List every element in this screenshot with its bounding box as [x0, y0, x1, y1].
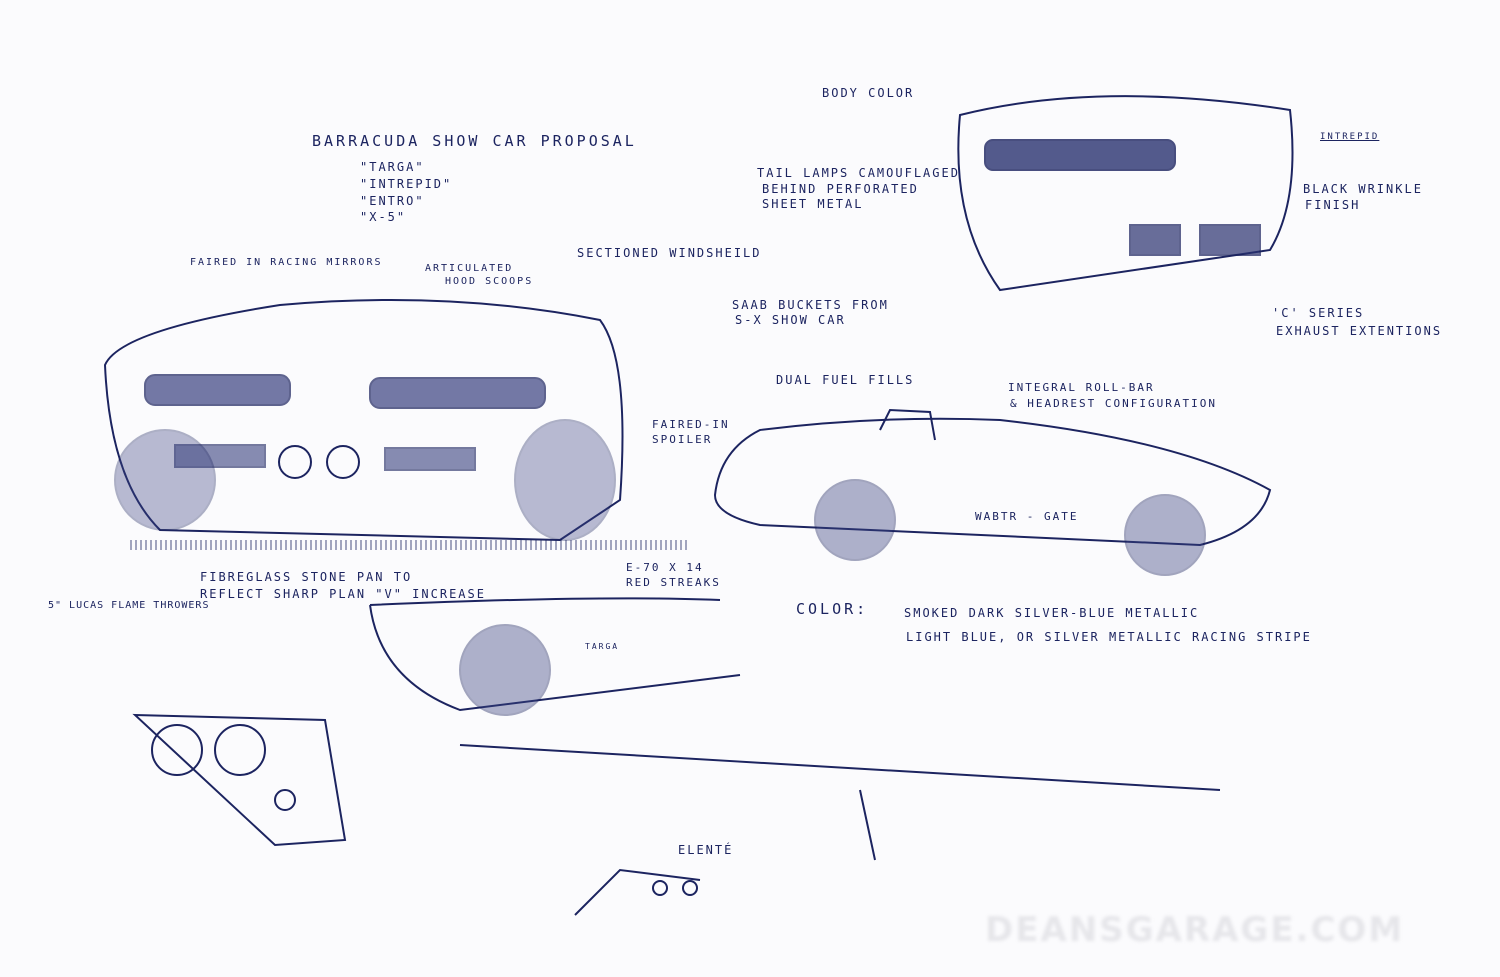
side-view-car-sketch [713, 408, 1272, 576]
note-lucas: 5" Lucas flame throwers [48, 600, 210, 611]
note-intrepid: Intrepid [1320, 132, 1380, 142]
watermark: DEANSGARAGE.COM [985, 910, 1405, 950]
note-color-1: Smoked dark silver-blue metallic [904, 606, 1200, 620]
note-black-wrinkle: Black wrinkle [1303, 182, 1423, 196]
name-option: "Intrepid" [360, 177, 453, 191]
note-exhaust: exhaust extentions [1276, 324, 1443, 338]
note-targa-badge: Targa [585, 642, 620, 651]
note-tail-lamps: sheet metal [762, 197, 864, 211]
note-tail-lamps: Tail lamps camouflaged [757, 166, 960, 180]
note-exhaust: 'C' series [1272, 306, 1365, 320]
note-black-wrinkle: finish [1305, 198, 1361, 212]
note-roll-bar: Integral roll-bar [1008, 381, 1155, 394]
note-tires: red streaks [626, 576, 721, 589]
note-fibreglass: Fibreglass stone pan to [200, 570, 413, 584]
note-mirrors: Faired in racing mirrors [190, 257, 383, 268]
note-windshield: Sectioned windsheild [577, 246, 762, 260]
rear-view-car-sketch [957, 95, 1294, 292]
note-body-color: Body color [822, 86, 915, 100]
name-option: "Targa" [360, 160, 425, 174]
note-dual-fuel: Dual fuel fills [776, 373, 915, 387]
note-spoiler: Faired-in [652, 418, 730, 431]
note-hood-scoops: hood scoops [445, 276, 534, 287]
note-saab: S-X show car [735, 313, 846, 327]
note-wabtr: Wabtr - Gate [975, 510, 1079, 523]
note-spoiler: spoiler [652, 433, 713, 446]
note-roll-bar: & headrest configuration [1010, 397, 1217, 410]
front-view-car-sketch [103, 299, 690, 550]
note-elente: Elenté [678, 843, 734, 857]
note-saab: Saab buckets from [732, 298, 889, 312]
dashboard-gauge-sketch [132, 713, 1221, 916]
note-hood-scoops: Articulated [425, 263, 514, 274]
note-fibreglass: reflect sharp plan "V" increase [200, 587, 486, 601]
note-color-label: Color: [796, 600, 869, 618]
name-option: "X-5" [360, 210, 407, 224]
partial-side-sketch [369, 597, 741, 716]
sheet-title: Barracuda show car proposal [312, 132, 637, 150]
note-tires: E-70 x 14 [626, 561, 704, 574]
name-option: "Entro" [360, 194, 425, 208]
note-color-2: Light blue, or silver metallic racing st… [906, 630, 1312, 644]
note-tail-lamps: behind perforated [762, 182, 919, 196]
